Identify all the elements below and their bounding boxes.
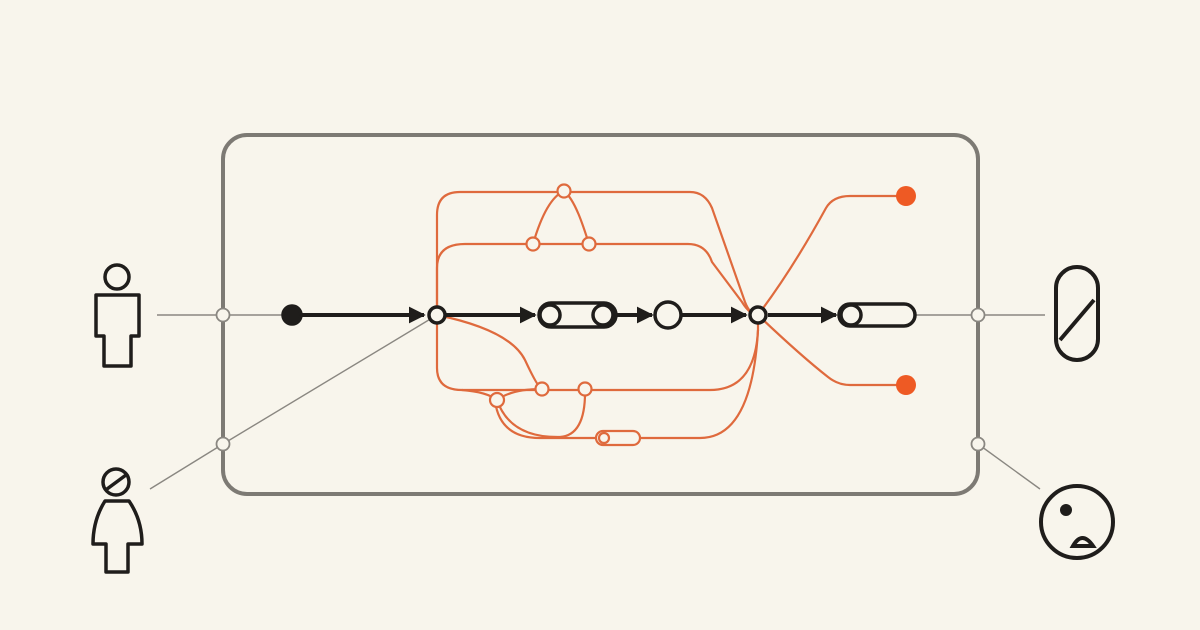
sad-face-icon [1039, 484, 1115, 560]
frame-ports [215, 307, 986, 452]
port-left-bottom [215, 436, 231, 452]
junction-node-1 [427, 305, 447, 325]
branch-endpoints [896, 186, 916, 395]
connector-output-bottom [977, 443, 1041, 490]
main-flow-nodes [281, 300, 917, 330]
port-right-top [970, 307, 986, 323]
connector-input-bottom-inner [222, 314, 438, 445]
branch-node-upper-right [581, 236, 597, 252]
pill-node-2-dot [839, 303, 863, 327]
branch-path-lower-outer [435, 313, 760, 392]
branch-output-top [756, 194, 908, 317]
port-right-bottom [970, 436, 986, 452]
pill-node-1-left-dot [538, 303, 562, 327]
branch-lower-loop [495, 387, 587, 439]
branch-node-upper-left [525, 236, 541, 252]
branch-diamond-upper [531, 189, 591, 246]
branch-node-lower-right [577, 381, 593, 397]
branch-path-lower-curve [435, 313, 544, 391]
junction-node-2 [748, 305, 768, 325]
branch-output-bottom [756, 313, 908, 387]
branch-nodes [488, 183, 642, 447]
branch-endpoint-bottom [896, 375, 916, 395]
connector-input-bottom [149, 443, 224, 490]
branch-node-top [556, 183, 572, 199]
branch-path-lower-bottom [493, 328, 760, 440]
port-left-top [215, 307, 231, 323]
branch-pill-lower-dot [597, 431, 611, 445]
person-icon [94, 263, 141, 368]
start-node [281, 304, 303, 326]
branch-node-lower-left [488, 391, 506, 409]
branch-node-lower-mid [534, 381, 550, 397]
person-with-hat-icon [91, 467, 144, 574]
external-connectors [149, 314, 1045, 490]
pill-capsule-icon [1054, 265, 1100, 362]
pill-node-1-right-dot [591, 303, 615, 327]
branch-path-upper-outer [435, 190, 760, 317]
branch-endpoint-top [896, 186, 916, 206]
circle-node [653, 300, 683, 330]
branch-path-upper-inner [435, 242, 760, 317]
